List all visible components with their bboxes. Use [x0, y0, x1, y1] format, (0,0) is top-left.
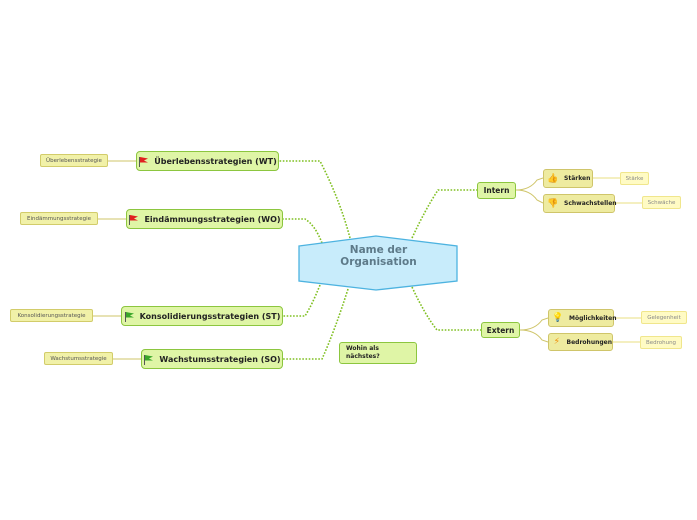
floating-note[interactable]: Wohin als nächstes?: [339, 342, 417, 364]
subtopic-bedrohungen[interactable]: ⚡ Bedrohungen: [548, 333, 613, 351]
leaf-so-label: Wachstumsstrategie: [50, 355, 107, 362]
connector-wt: [279, 160, 351, 239]
topic-extern[interactable]: Extern: [481, 322, 520, 338]
leaf-st-label: Konsolidierungsstrategie: [17, 312, 86, 319]
central-topic[interactable]: Name der Organisation: [300, 244, 457, 268]
topic-wt[interactable]: Überlebensstrategien (WT): [136, 151, 279, 171]
lightning-icon: ⚡: [553, 337, 560, 347]
connector-schwachstellen: [515, 189, 544, 204]
topic-st[interactable]: Konsolidierungsstrategien (ST): [121, 306, 283, 326]
connector-wo: [283, 218, 323, 244]
leaf-staerke[interactable]: Stärke: [620, 172, 649, 185]
central-topic-line1: Name der: [349, 244, 408, 256]
leaf-gelegenheit[interactable]: Gelegenheit: [641, 311, 687, 324]
leaf-schwaeche[interactable]: Schwäche: [642, 196, 681, 209]
subtopic-schwachstellen-label: Schwachstellen: [564, 200, 617, 207]
subtopic-moeglichkeiten[interactable]: 💡 Möglichkeiten: [548, 309, 617, 327]
connector-bedrohungen: [519, 329, 549, 343]
topic-st-label: Konsolidierungsstrategien (ST): [139, 311, 281, 321]
topic-extern-label: Extern: [486, 325, 515, 335]
subtopic-schwachstellen[interactable]: 👎 Schwachstellen: [543, 194, 617, 213]
leaf-bedrohung-label: Bedrohung: [645, 339, 677, 346]
green-flag-icon: [124, 311, 134, 322]
topic-wo-label: Eindämmungsstrategien (WO): [144, 214, 281, 224]
topic-so-label: Wachstumsstrategien (SO): [159, 354, 281, 364]
leaf-wt[interactable]: Überlebensstrategie: [40, 154, 108, 167]
topic-wt-label: Überlebensstrategien (WT): [154, 156, 277, 166]
red-flag-icon: [139, 156, 149, 167]
connector-st: [283, 284, 321, 317]
topic-intern-label: Intern: [483, 186, 510, 195]
subtopic-staerken-label: Stärken: [564, 175, 591, 182]
leaf-wo[interactable]: Eindämmungsstrategie: [20, 212, 98, 225]
connector-so: [283, 288, 349, 360]
leaf-wt-label: Überlebensstrategie: [46, 157, 102, 164]
connector-moeglichkeiten: [519, 317, 549, 331]
subtopic-moeglichkeiten-label: Möglichkeiten: [569, 314, 617, 322]
leaf-schwaeche-label: Schwäche: [647, 199, 676, 206]
leaf-gelegenheit-label: Gelegenheit: [647, 314, 681, 321]
leaf-so[interactable]: Wachstumsstrategie: [44, 352, 113, 365]
central-topic-line2: Organisation: [340, 256, 417, 268]
subtopic-bedrohungen-label: Bedrohungen: [566, 338, 612, 346]
connector-extern: [411, 286, 481, 331]
red-flag-icon: [129, 214, 139, 225]
floating-note-text: Wohin als nächstes?: [346, 345, 380, 360]
lightbulb-icon: 💡: [552, 313, 564, 323]
connector-intern: [411, 189, 477, 239]
thumbs-up-icon: 👍: [547, 173, 559, 184]
central-topic-shape: [298, 235, 458, 291]
green-flag-icon: [144, 354, 154, 365]
thumbs-down-icon: 👎: [547, 198, 559, 209]
leaf-wo-label: Eindämmungsstrategie: [27, 215, 91, 222]
leaf-bedrohung[interactable]: Bedrohung: [640, 336, 682, 349]
leaf-staerke-label: Stärke: [625, 175, 644, 182]
connector-staerken: [515, 177, 544, 191]
topic-intern[interactable]: Intern: [477, 182, 516, 199]
topic-wo[interactable]: Eindämmungsstrategien (WO): [126, 209, 283, 229]
topic-so[interactable]: Wachstumsstrategien (SO): [141, 349, 283, 369]
leaf-st[interactable]: Konsolidierungsstrategie: [10, 309, 93, 322]
subtopic-staerken[interactable]: 👍 Stärken: [543, 169, 593, 188]
